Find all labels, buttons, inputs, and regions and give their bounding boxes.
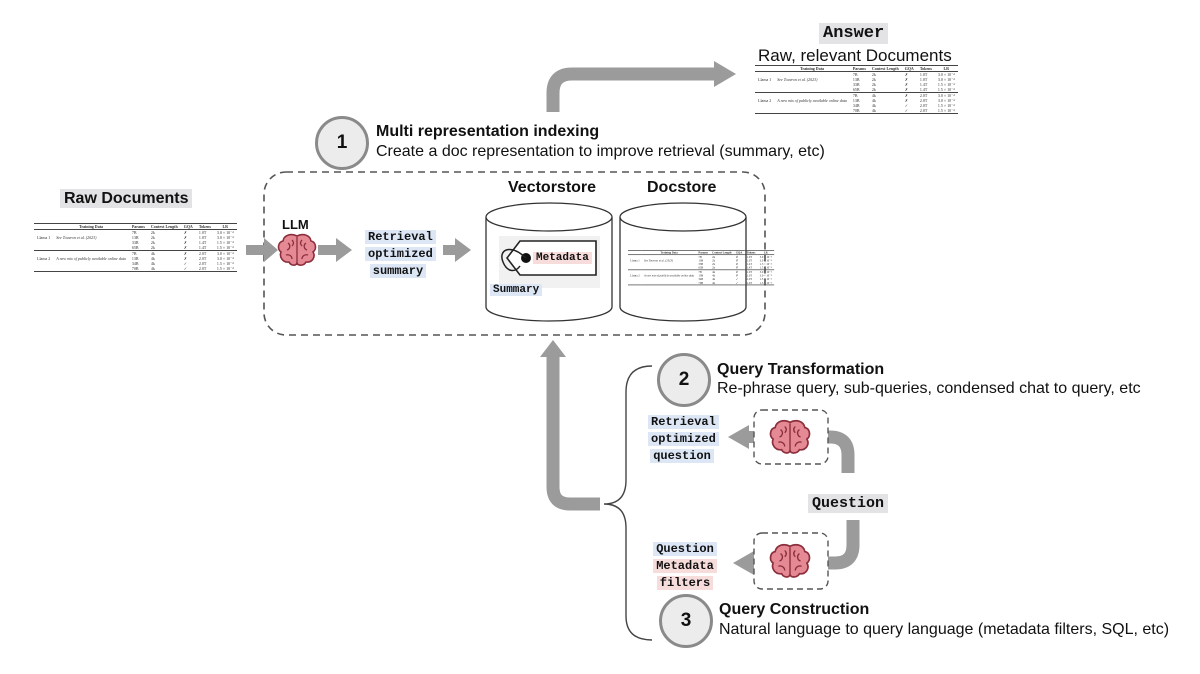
docstore-cylinder — [619, 202, 747, 322]
step-1-badge: 1 — [315, 116, 369, 170]
doc-table-grid: Training Data Params Context Length GQA Toke… — [34, 223, 237, 272]
table-header: Params — [698, 250, 708, 255]
table-header: Tokens — [198, 224, 211, 229]
vectorstore-label: Vectorstore — [508, 179, 597, 196]
answer-arrow — [546, 61, 736, 112]
raw-documents-label: Raw Documents — [60, 189, 193, 208]
docstore-label: Docstore — [647, 179, 717, 196]
step-1-description: Create a doc representation to improve r… — [376, 143, 825, 160]
query-brace — [603, 365, 653, 641]
answer-label: Answer — [819, 23, 889, 44]
question-metadata-filters: Question Metadata filters — [651, 541, 719, 592]
arrow-summary-to-vectorstore — [443, 238, 471, 262]
step-3-badge: 3 — [659, 594, 713, 648]
table-header: Context Length — [871, 66, 899, 71]
retrieval-optimized-question: Retrieval optimized question — [648, 414, 719, 465]
indexing-box — [263, 171, 766, 336]
table-header: LR — [943, 66, 950, 71]
table-header: Params — [131, 224, 145, 229]
table-header: Training Data — [78, 224, 104, 229]
llm-label: LLM — [282, 217, 309, 232]
step-2-badge: 2 — [657, 353, 711, 407]
doc-table-grid: Training Data Params Context Length GQA Toke… — [755, 65, 958, 114]
table-header: GQA — [904, 66, 914, 71]
step-2-description: Re-phrase query, sub-queries, condensed … — [717, 380, 1141, 397]
table-header: Tokens — [746, 250, 756, 255]
retrieval-optimized-summary: Retrieval optimized summary — [365, 229, 436, 280]
llm-brain-icon — [277, 233, 317, 266]
query-return-arrow — [540, 340, 600, 511]
arrow-doc-to-llm — [246, 238, 278, 262]
summary-tag-label: Summary — [490, 284, 543, 296]
table-header: Tokens — [919, 66, 932, 71]
construct-brain-icon — [769, 543, 811, 578]
table-header: Training Data — [799, 66, 825, 71]
table-header: Training Data — [660, 250, 678, 255]
table-header: Context Length — [712, 250, 732, 255]
vectorstore-cylinder — [485, 202, 613, 322]
table-header: LR — [222, 224, 229, 229]
table-header: GQA — [735, 250, 743, 255]
answer-subtitle: Raw, relevant Documents — [758, 46, 952, 65]
metadata-tag-label: Metadata — [533, 252, 592, 264]
table-header: LR — [763, 250, 768, 255]
answer-doc-table: Training Data Params Context Length GQA Toke… — [755, 65, 958, 114]
table-header: Params — [852, 66, 866, 71]
table-header: Context Length — [150, 224, 178, 229]
step-3-description: Natural language to query language (meta… — [719, 621, 1170, 638]
step-3-title: Query Construction — [719, 601, 870, 618]
transform-brain-icon — [769, 419, 811, 454]
raw-doc-table: Training Data Params Context Length GQA Toke… — [34, 223, 237, 272]
table-header: GQA — [183, 224, 193, 229]
step-2-title: Query Transformation — [717, 361, 885, 378]
question-label: Question — [808, 494, 889, 513]
arrow-llm-to-summary — [318, 238, 352, 262]
step-1-title: Multi representation indexing — [376, 123, 600, 140]
